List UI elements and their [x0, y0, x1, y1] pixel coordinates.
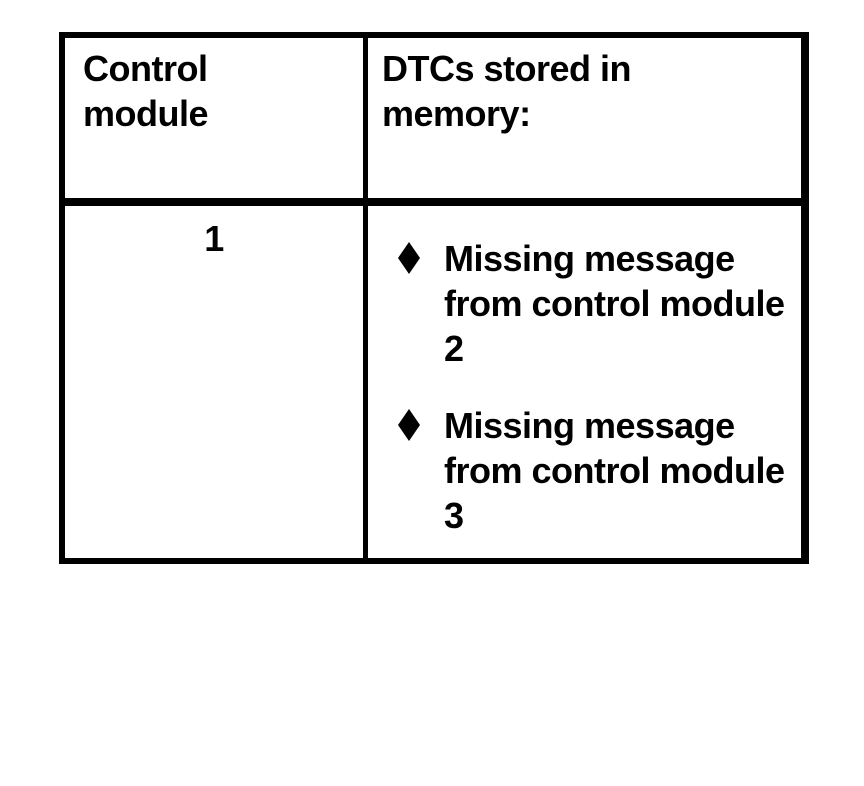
column-header-dtcs-stored: DTCs stored in memory:: [382, 48, 632, 134]
control-module-number: 1: [204, 218, 224, 259]
dtc-table: Control module DTCs stored in memory: 1 …: [59, 32, 809, 564]
dtc-text: Missing message from control module 2: [444, 238, 785, 369]
header-cell-control-module: Control module: [65, 38, 368, 206]
dtc-list-item: Missing message from control module 3: [398, 403, 791, 538]
dtc-list-item: Missing message from control module 2: [398, 236, 791, 371]
cell-control-module-number: 1: [65, 206, 368, 558]
diamond-bullet-icon: [398, 242, 420, 274]
header-cell-dtcs-stored: DTCs stored in memory:: [368, 38, 801, 206]
diamond-bullet-icon: [398, 409, 420, 441]
cell-dtc-list: Missing message from control module 2 Mi…: [368, 206, 801, 558]
column-header-control-module: Control module: [83, 48, 209, 134]
dtc-text: Missing message from control module 3: [444, 405, 785, 536]
